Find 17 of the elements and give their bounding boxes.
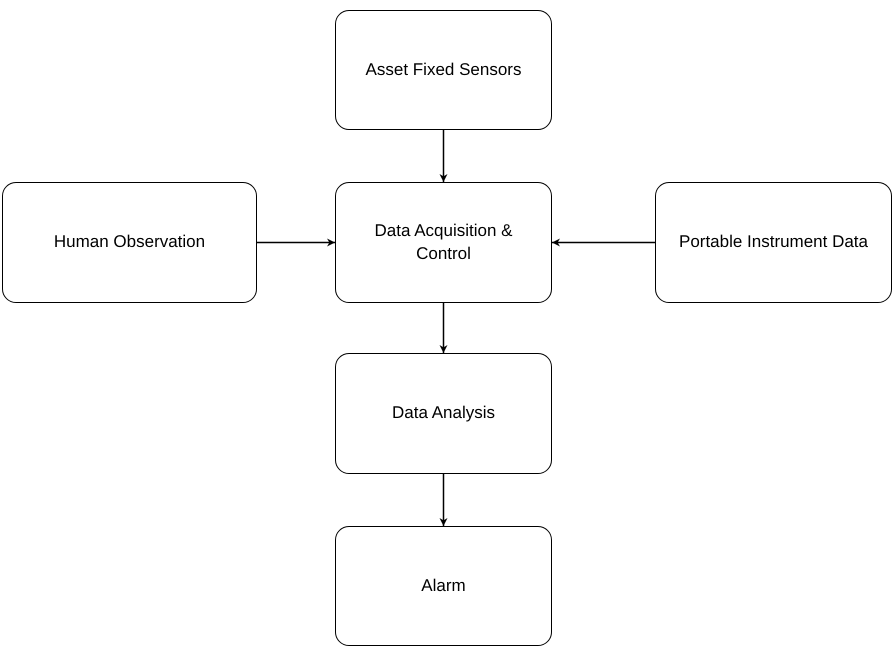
process-box — [335, 182, 552, 303]
arrow — [552, 238, 655, 246]
process-box — [655, 182, 892, 303]
arrow — [440, 303, 448, 353]
process-box — [335, 353, 552, 474]
box-label: Alarm — [421, 574, 466, 597]
box-label: Portable Instrument Data — [679, 231, 868, 254]
arrow — [440, 130, 448, 182]
arrow — [257, 238, 335, 246]
process-box — [335, 526, 552, 646]
box-label: Data Acquisition & Control — [374, 220, 514, 264]
box-label: Asset Fixed Sensors — [366, 58, 522, 81]
box-label: Data Analysis — [392, 402, 495, 424]
box-label: Human Observation — [54, 231, 206, 254]
process-box — [335, 10, 552, 130]
arrow — [440, 474, 448, 526]
process-box — [2, 182, 257, 303]
